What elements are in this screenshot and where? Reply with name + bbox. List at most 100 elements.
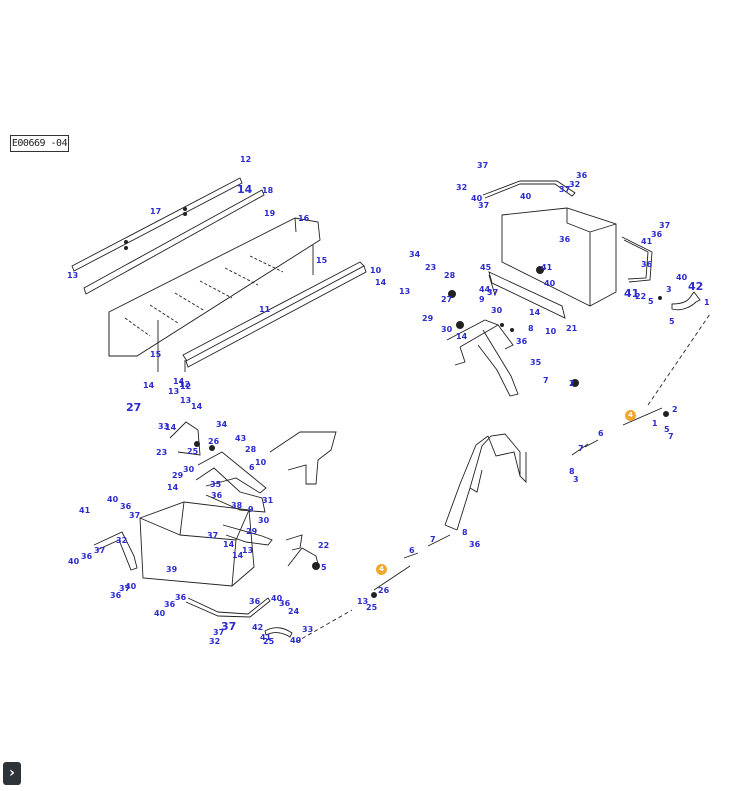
part-callout-32[interactable]: 32 (569, 180, 581, 189)
part-callout-30[interactable]: 30 (491, 306, 503, 315)
part-callout-8[interactable]: 8 (569, 467, 575, 476)
part-callout-7[interactable]: 7 (430, 535, 436, 544)
part-callout-43[interactable]: 43 (235, 434, 247, 443)
part-callout-18[interactable]: 18 (262, 186, 274, 195)
part-callout-22[interactable]: 22 (318, 541, 330, 550)
part-callout-5[interactable]: 5 (648, 297, 654, 306)
part-callout-36[interactable]: 36 (641, 260, 653, 269)
part-callout-37[interactable]: 37 (659, 221, 671, 230)
part-callout-7[interactable]: 7 (668, 432, 674, 441)
part-callout-12[interactable]: 12 (179, 380, 191, 389)
part-callout-6[interactable]: 6 (409, 546, 415, 555)
part-callout-40[interactable]: 40 (290, 636, 302, 645)
part-callout-37[interactable]: 37 (487, 288, 499, 297)
part-callout-7[interactable]: 7 (578, 444, 584, 453)
part-callout-29[interactable]: 29 (422, 314, 434, 323)
part-callout-14[interactable]: 14 (456, 332, 468, 341)
part-callout-2[interactable]: 2 (672, 405, 678, 414)
part-callout-31[interactable]: 31 (262, 496, 274, 505)
part-callout-35[interactable]: 35 (210, 480, 222, 489)
part-callout-8[interactable]: 8 (528, 324, 534, 333)
part-callout-16[interactable]: 16 (298, 214, 310, 223)
part-callout-3[interactable]: 3 (573, 475, 579, 484)
part-callout-19[interactable]: 19 (264, 209, 276, 218)
part-callout-13[interactable]: 13 (180, 396, 192, 405)
part-callout-40[interactable]: 40 (520, 192, 532, 201)
expand-panel-button[interactable]: › (3, 762, 21, 785)
part-callout-36[interactable]: 36 (110, 591, 122, 600)
part-callout-36[interactable]: 36 (576, 171, 588, 180)
part-callout-14[interactable]: 14 (165, 423, 177, 432)
part-callout-42[interactable]: 42 (688, 280, 704, 293)
part-callout-36[interactable]: 36 (81, 552, 93, 561)
part-callout-36[interactable]: 36 (211, 491, 223, 500)
part-callout-1[interactable]: 1 (704, 298, 710, 307)
part-callout-36[interactable]: 36 (516, 337, 528, 346)
part-callout-13[interactable]: 13 (357, 597, 369, 606)
part-callout-30[interactable]: 30 (183, 465, 195, 474)
part-callout-40[interactable]: 40 (68, 557, 80, 566)
part-callout-13[interactable]: 13 (67, 271, 79, 280)
part-callout-25[interactable]: 25 (263, 637, 275, 646)
part-callout-36[interactable]: 36 (249, 597, 261, 606)
part-callout-37[interactable]: 37 (477, 161, 489, 170)
part-callout-32[interactable]: 32 (456, 183, 468, 192)
part-callout-36[interactable]: 36 (164, 600, 176, 609)
part-callout-13[interactable]: 13 (399, 287, 411, 296)
part-callout-5[interactable]: 5 (321, 563, 327, 572)
part-callout-25[interactable]: 25 (187, 447, 199, 456)
part-callout-30[interactable]: 30 (258, 516, 270, 525)
part-callout-24[interactable]: 24 (288, 607, 300, 616)
part-callout-37[interactable]: 37 (221, 620, 237, 633)
part-callout-44[interactable]: 44 (479, 285, 491, 294)
part-callout-10[interactable]: 10 (255, 458, 267, 467)
part-callout-14[interactable]: 14 (191, 402, 203, 411)
part-callout-27[interactable]: 27 (126, 401, 142, 414)
part-callout-34[interactable]: 34 (409, 250, 421, 259)
part-callout-10[interactable]: 10 (545, 327, 557, 336)
part-callout-14[interactable]: 14 (237, 183, 253, 196)
part-callout-14[interactable]: 14 (167, 483, 179, 492)
part-callout-23[interactable]: 23 (156, 448, 168, 457)
part-callout-1[interactable]: 1 (652, 419, 658, 428)
part-callout-41[interactable]: 41 (641, 237, 653, 246)
part-callout-40[interactable]: 40 (544, 279, 556, 288)
part-callout-22[interactable]: 22 (635, 292, 647, 301)
part-callout-6[interactable]: 6 (249, 463, 255, 472)
part-callout-42[interactable]: 42 (252, 623, 264, 632)
part-callout-29[interactable]: 29 (172, 471, 184, 480)
part-callout-13[interactable]: 13 (168, 387, 180, 396)
part-callout-15[interactable]: 15 (316, 256, 328, 265)
part-callout-14[interactable]: 14 (529, 308, 541, 317)
part-callout-40[interactable]: 40 (125, 582, 137, 591)
part-callout-30[interactable]: 30 (441, 325, 453, 334)
part-callout-36[interactable]: 36 (120, 502, 132, 511)
part-callout-14[interactable]: 14 (173, 377, 185, 386)
part-callout-37[interactable]: 37 (207, 531, 219, 540)
part-callout-37[interactable]: 37 (213, 628, 225, 637)
part-callout-15[interactable]: 15 (150, 350, 162, 359)
part-callout-38[interactable]: 38 (231, 501, 243, 510)
part-callout-40[interactable]: 40 (271, 594, 283, 603)
part-callout-29[interactable]: 29 (246, 527, 258, 536)
part-callout-32[interactable]: 32 (116, 536, 128, 545)
part-callout-5[interactable]: 5 (664, 425, 670, 434)
part-callout-14[interactable]: 14 (143, 381, 155, 390)
part-callout-3[interactable]: 3 (666, 285, 672, 294)
part-callout-7[interactable]: 7 (543, 376, 549, 385)
part-callout-6[interactable]: 6 (598, 429, 604, 438)
part-callout-12[interactable]: 12 (180, 382, 192, 391)
part-callout-37[interactable]: 37 (559, 185, 571, 194)
part-callout-27[interactable]: 27 (441, 295, 453, 304)
part-callout-40[interactable]: 40 (471, 194, 483, 203)
part-callout-39[interactable]: 39 (166, 565, 178, 574)
part-callout-36[interactable]: 36 (469, 540, 481, 549)
part-callout-9[interactable]: 9 (479, 295, 485, 304)
part-callout-36[interactable]: 36 (279, 599, 291, 608)
part-callout-23[interactable]: 23 (425, 263, 437, 272)
part-callout-28[interactable]: 28 (444, 271, 456, 280)
part-callout-17[interactable]: 17 (150, 207, 162, 216)
part-callout-41[interactable]: 41 (624, 287, 640, 300)
part-callout-41[interactable]: 41 (260, 633, 272, 642)
part-callout-45[interactable]: 45 (480, 263, 492, 272)
